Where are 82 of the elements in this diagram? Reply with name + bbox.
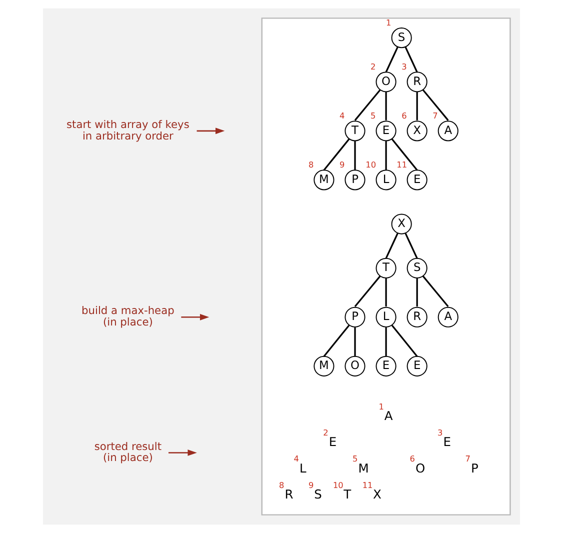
node-circle: E: [376, 120, 396, 142]
arrow: [168, 450, 197, 456]
label: 2: [323, 428, 328, 438]
label: 10: [332, 480, 344, 490]
node-label: 1: [386, 18, 392, 28]
node-circle: E: [406, 356, 428, 376]
node-circle: S: [406, 258, 428, 278]
label: E: [443, 435, 451, 450]
label: A: [384, 409, 393, 424]
label: P: [470, 461, 478, 476]
connector: [404, 232, 418, 259]
node-circle: O: [344, 356, 366, 376]
node-circle: A: [438, 120, 458, 142]
node-circle: P: [344, 170, 366, 190]
connector: [404, 46, 418, 72]
node-circle: M: [314, 356, 334, 376]
label: M: [358, 461, 369, 476]
connector: [385, 141, 387, 170]
node-text: start with array of keys in arbitrary order: [66, 118, 190, 142]
node-circle: X: [391, 214, 412, 234]
arrow: [181, 314, 210, 320]
label: 7: [465, 454, 470, 464]
label: 4: [294, 454, 299, 464]
node-circle: R: [406, 72, 428, 92]
node-label: 9: [339, 160, 345, 170]
label: 11: [362, 480, 373, 490]
node-label: 8: [308, 160, 314, 170]
node-label: 6: [402, 110, 407, 121]
label: S: [314, 487, 322, 502]
connector: [385, 92, 387, 120]
label: E: [328, 435, 337, 450]
label: 3: [438, 428, 443, 438]
connector: [354, 327, 356, 356]
label: O: [415, 461, 426, 476]
connector: [391, 138, 418, 171]
label: L: [299, 461, 306, 476]
node-circle: E: [376, 356, 396, 376]
node-circle: X: [406, 120, 428, 142]
node-circle: P: [344, 306, 366, 328]
connector: [391, 324, 418, 357]
node-label: 4: [339, 110, 345, 121]
arrow: [196, 128, 225, 134]
connector: [323, 324, 350, 357]
node-label: 5: [370, 110, 376, 121]
connector: [422, 89, 449, 121]
node-text: build a max-heap (in place): [82, 304, 174, 329]
connector: [385, 232, 398, 259]
connector: [416, 278, 418, 307]
connector: [354, 276, 381, 308]
node-label: 10: [366, 160, 376, 170]
connector: [385, 46, 398, 72]
label: 9: [308, 480, 314, 490]
label: 6: [410, 454, 415, 464]
connector: [385, 327, 387, 356]
node-label: 7: [432, 110, 438, 121]
connector: [354, 89, 381, 121]
node-label: 11: [396, 160, 408, 170]
node-circle: A: [438, 306, 458, 328]
connector: [385, 278, 387, 307]
label: T: [344, 487, 352, 502]
node-text: sorted result (in place): [94, 440, 162, 464]
node-circle: L: [376, 306, 396, 328]
node-label: 2: [370, 62, 376, 72]
connector: [416, 92, 418, 120]
node-circle: S: [391, 28, 412, 48]
connector: [354, 141, 356, 170]
label: 1: [378, 401, 384, 412]
connector: [323, 138, 350, 171]
node-circle: R: [406, 306, 428, 328]
node-circle: M: [314, 170, 334, 190]
label: R: [284, 487, 294, 502]
node-circle: T: [344, 120, 366, 142]
node-label: 3: [402, 62, 407, 72]
label: X: [372, 487, 382, 502]
label: 8: [279, 480, 284, 490]
cluster: [261, 18, 511, 516]
node-circle: O: [376, 72, 396, 92]
node-circle: E: [406, 170, 428, 190]
label: 5: [352, 454, 358, 464]
connector: [422, 276, 449, 308]
node-circle: T: [376, 258, 396, 278]
node-circle: L: [376, 170, 396, 190]
